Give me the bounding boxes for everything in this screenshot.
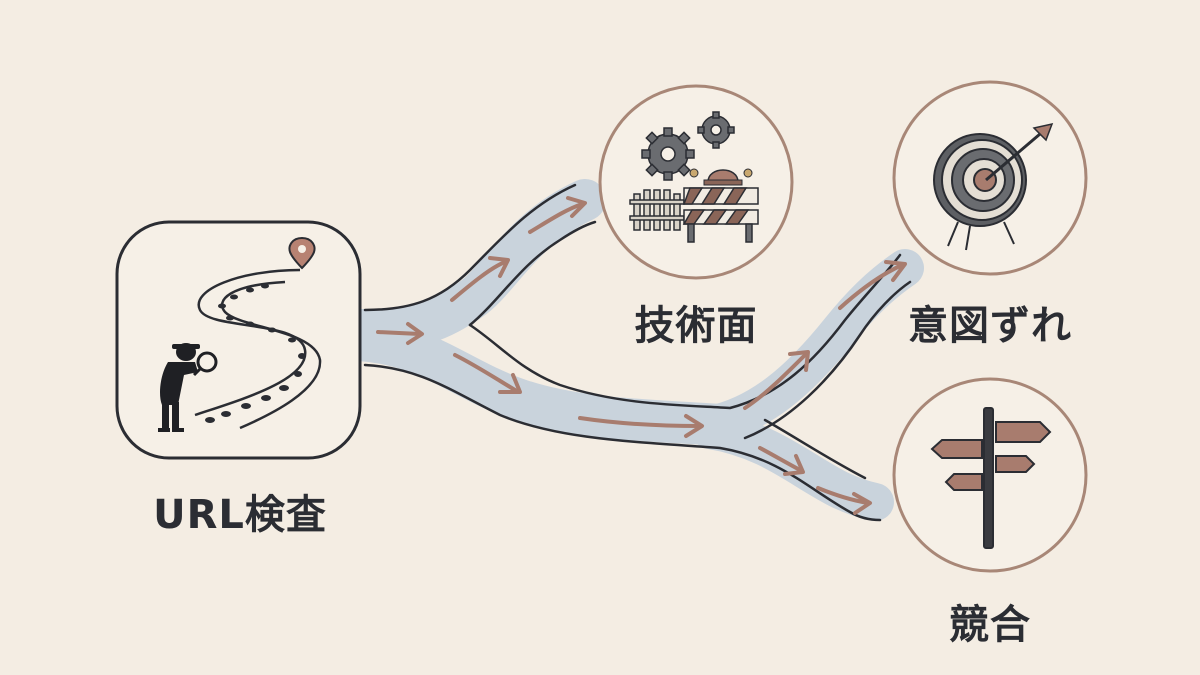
fence-icon xyxy=(629,189,685,231)
arrow-icon xyxy=(985,122,1054,182)
hard-hat-icon xyxy=(689,168,753,186)
intent-node xyxy=(892,80,1088,276)
source-node xyxy=(115,220,362,460)
branch-label-competition: 競合 xyxy=(949,602,1031,648)
branch-label-tech: 技術面 xyxy=(634,303,758,349)
tech-ring xyxy=(598,84,794,280)
location-pin-icon xyxy=(288,236,316,270)
gears-icon xyxy=(641,111,735,181)
source-label: URL検査 xyxy=(153,492,327,538)
tech-node xyxy=(598,84,794,280)
branch-streams xyxy=(339,179,924,522)
branch-label-intent: 意図ずれ xyxy=(908,303,1072,349)
magnifier-icon xyxy=(192,351,218,377)
stream-lower xyxy=(339,319,741,446)
signpost-icon xyxy=(930,407,1052,549)
competition-node xyxy=(892,377,1088,573)
footprints-icon xyxy=(205,283,306,423)
detective-icon xyxy=(158,343,200,432)
stream-to-intent xyxy=(691,249,924,444)
barricade-icon xyxy=(682,187,759,243)
source-frame xyxy=(115,220,362,460)
